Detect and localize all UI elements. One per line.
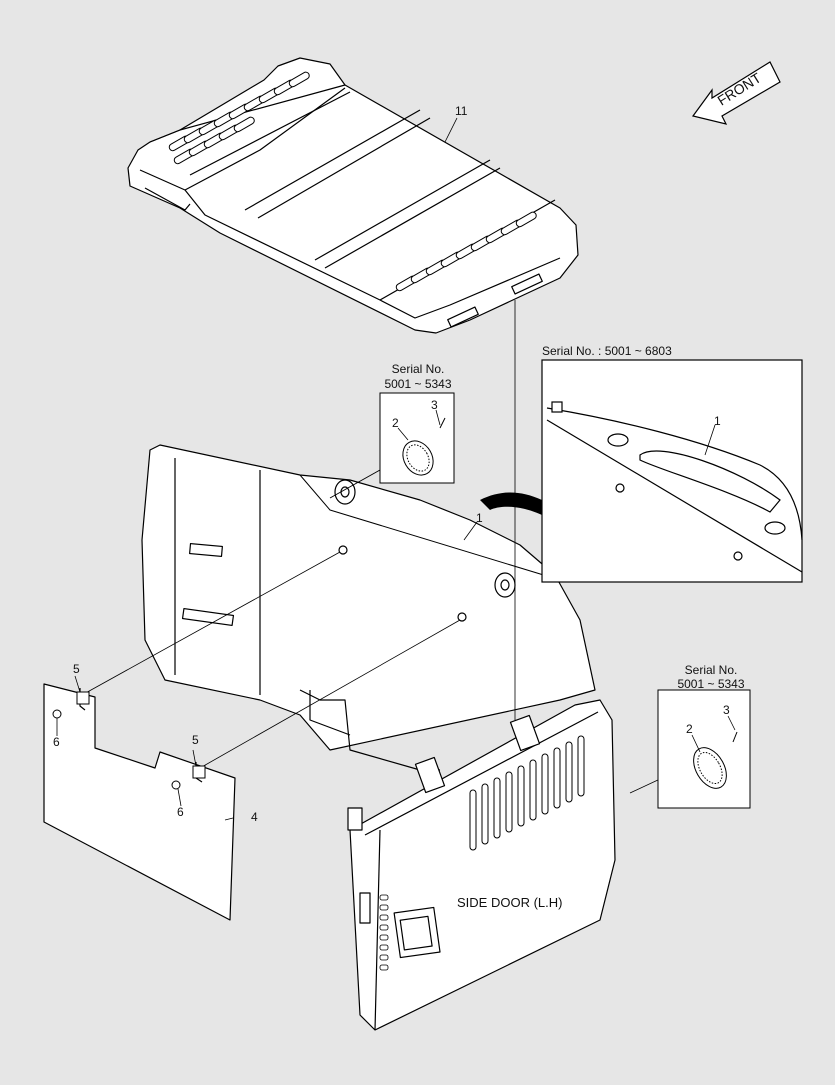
callout-3-right: 3	[723, 703, 730, 717]
serial-box-top	[329, 392, 455, 499]
callout-5b: 5	[192, 733, 199, 747]
callout-1-main: 1	[476, 511, 483, 525]
callout-1-detail: 1	[714, 414, 721, 428]
callout-11: 11	[455, 104, 468, 118]
callout-6b: 6	[177, 805, 184, 819]
detail-title: Serial No. : 5001 ~ 6803	[542, 344, 672, 358]
serial-top-line2: 5001 ~ 5343	[384, 377, 452, 391]
left-plate	[43, 683, 236, 921]
serial-right-line2: 5001 ~ 5343	[677, 677, 745, 691]
serial-top-line1: Serial No.	[391, 362, 445, 376]
callout-3-top: 3	[431, 398, 438, 412]
detail-box	[541, 359, 803, 583]
callout-2-right: 2	[686, 722, 693, 736]
side-door	[347, 699, 616, 1031]
side-door-label: SIDE DOOR (L.H)	[457, 895, 563, 910]
serial-box-right	[657, 689, 751, 809]
detail-pointer-arrow	[480, 492, 542, 515]
top-cover	[127, 57, 579, 334]
callout-2-top: 2	[392, 416, 399, 430]
front-arrow	[691, 61, 781, 125]
callout-5a: 5	[73, 662, 80, 676]
plate-bolts	[52, 691, 206, 790]
main-panel	[141, 444, 596, 771]
serial-right-line1: Serial No.	[684, 663, 738, 677]
callout-6a: 6	[53, 735, 60, 749]
callout-4: 4	[251, 810, 258, 824]
